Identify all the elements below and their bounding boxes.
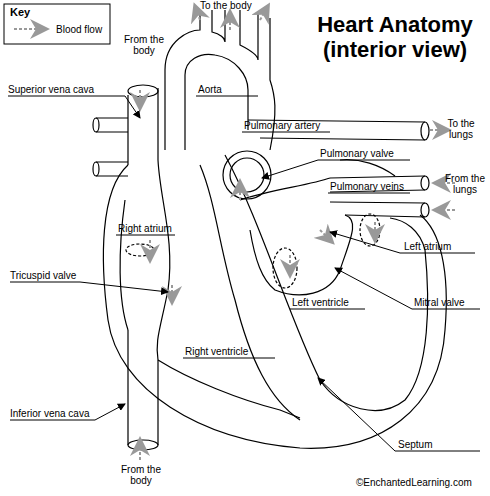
part-label: Tricuspid valve — [10, 270, 76, 281]
part-label: Right ventricle — [185, 346, 248, 357]
part-label: Mitral valve — [414, 297, 465, 308]
heart-outline — [93, 10, 446, 450]
legend-text: Blood flow — [56, 24, 102, 35]
leader-lines — [8, 96, 480, 451]
part-label: To the lungs — [440, 118, 482, 140]
part-label: Superior vena cava — [8, 84, 94, 95]
part-label: Inferior vena cava — [10, 408, 90, 419]
part-label: From the body — [115, 464, 167, 486]
part-label: Pulmonary artery — [244, 120, 320, 131]
diagram-title: Heart Anatomy (interior view) — [305, 12, 485, 62]
legend-arrow-sample — [14, 28, 46, 30]
part-label: From the lungs — [440, 173, 490, 195]
blood-flow-arrows — [140, 6, 455, 460]
part-label: Left ventricle — [292, 297, 349, 308]
part-label: Aorta — [198, 84, 222, 95]
key-box — [4, 4, 110, 44]
part-label: Pulmonary valve — [320, 148, 394, 159]
key-heading: Key — [10, 7, 30, 18]
part-label: Septum — [398, 439, 432, 450]
part-label: Right atrium — [118, 223, 172, 234]
part-label: Pulmonary veins — [330, 181, 404, 192]
part-label: From the body — [118, 34, 170, 56]
part-label: ©EnchantedLearning.com — [356, 477, 472, 488]
part-label: To the body — [200, 0, 280, 11]
part-label: Left atrium — [404, 241, 451, 252]
